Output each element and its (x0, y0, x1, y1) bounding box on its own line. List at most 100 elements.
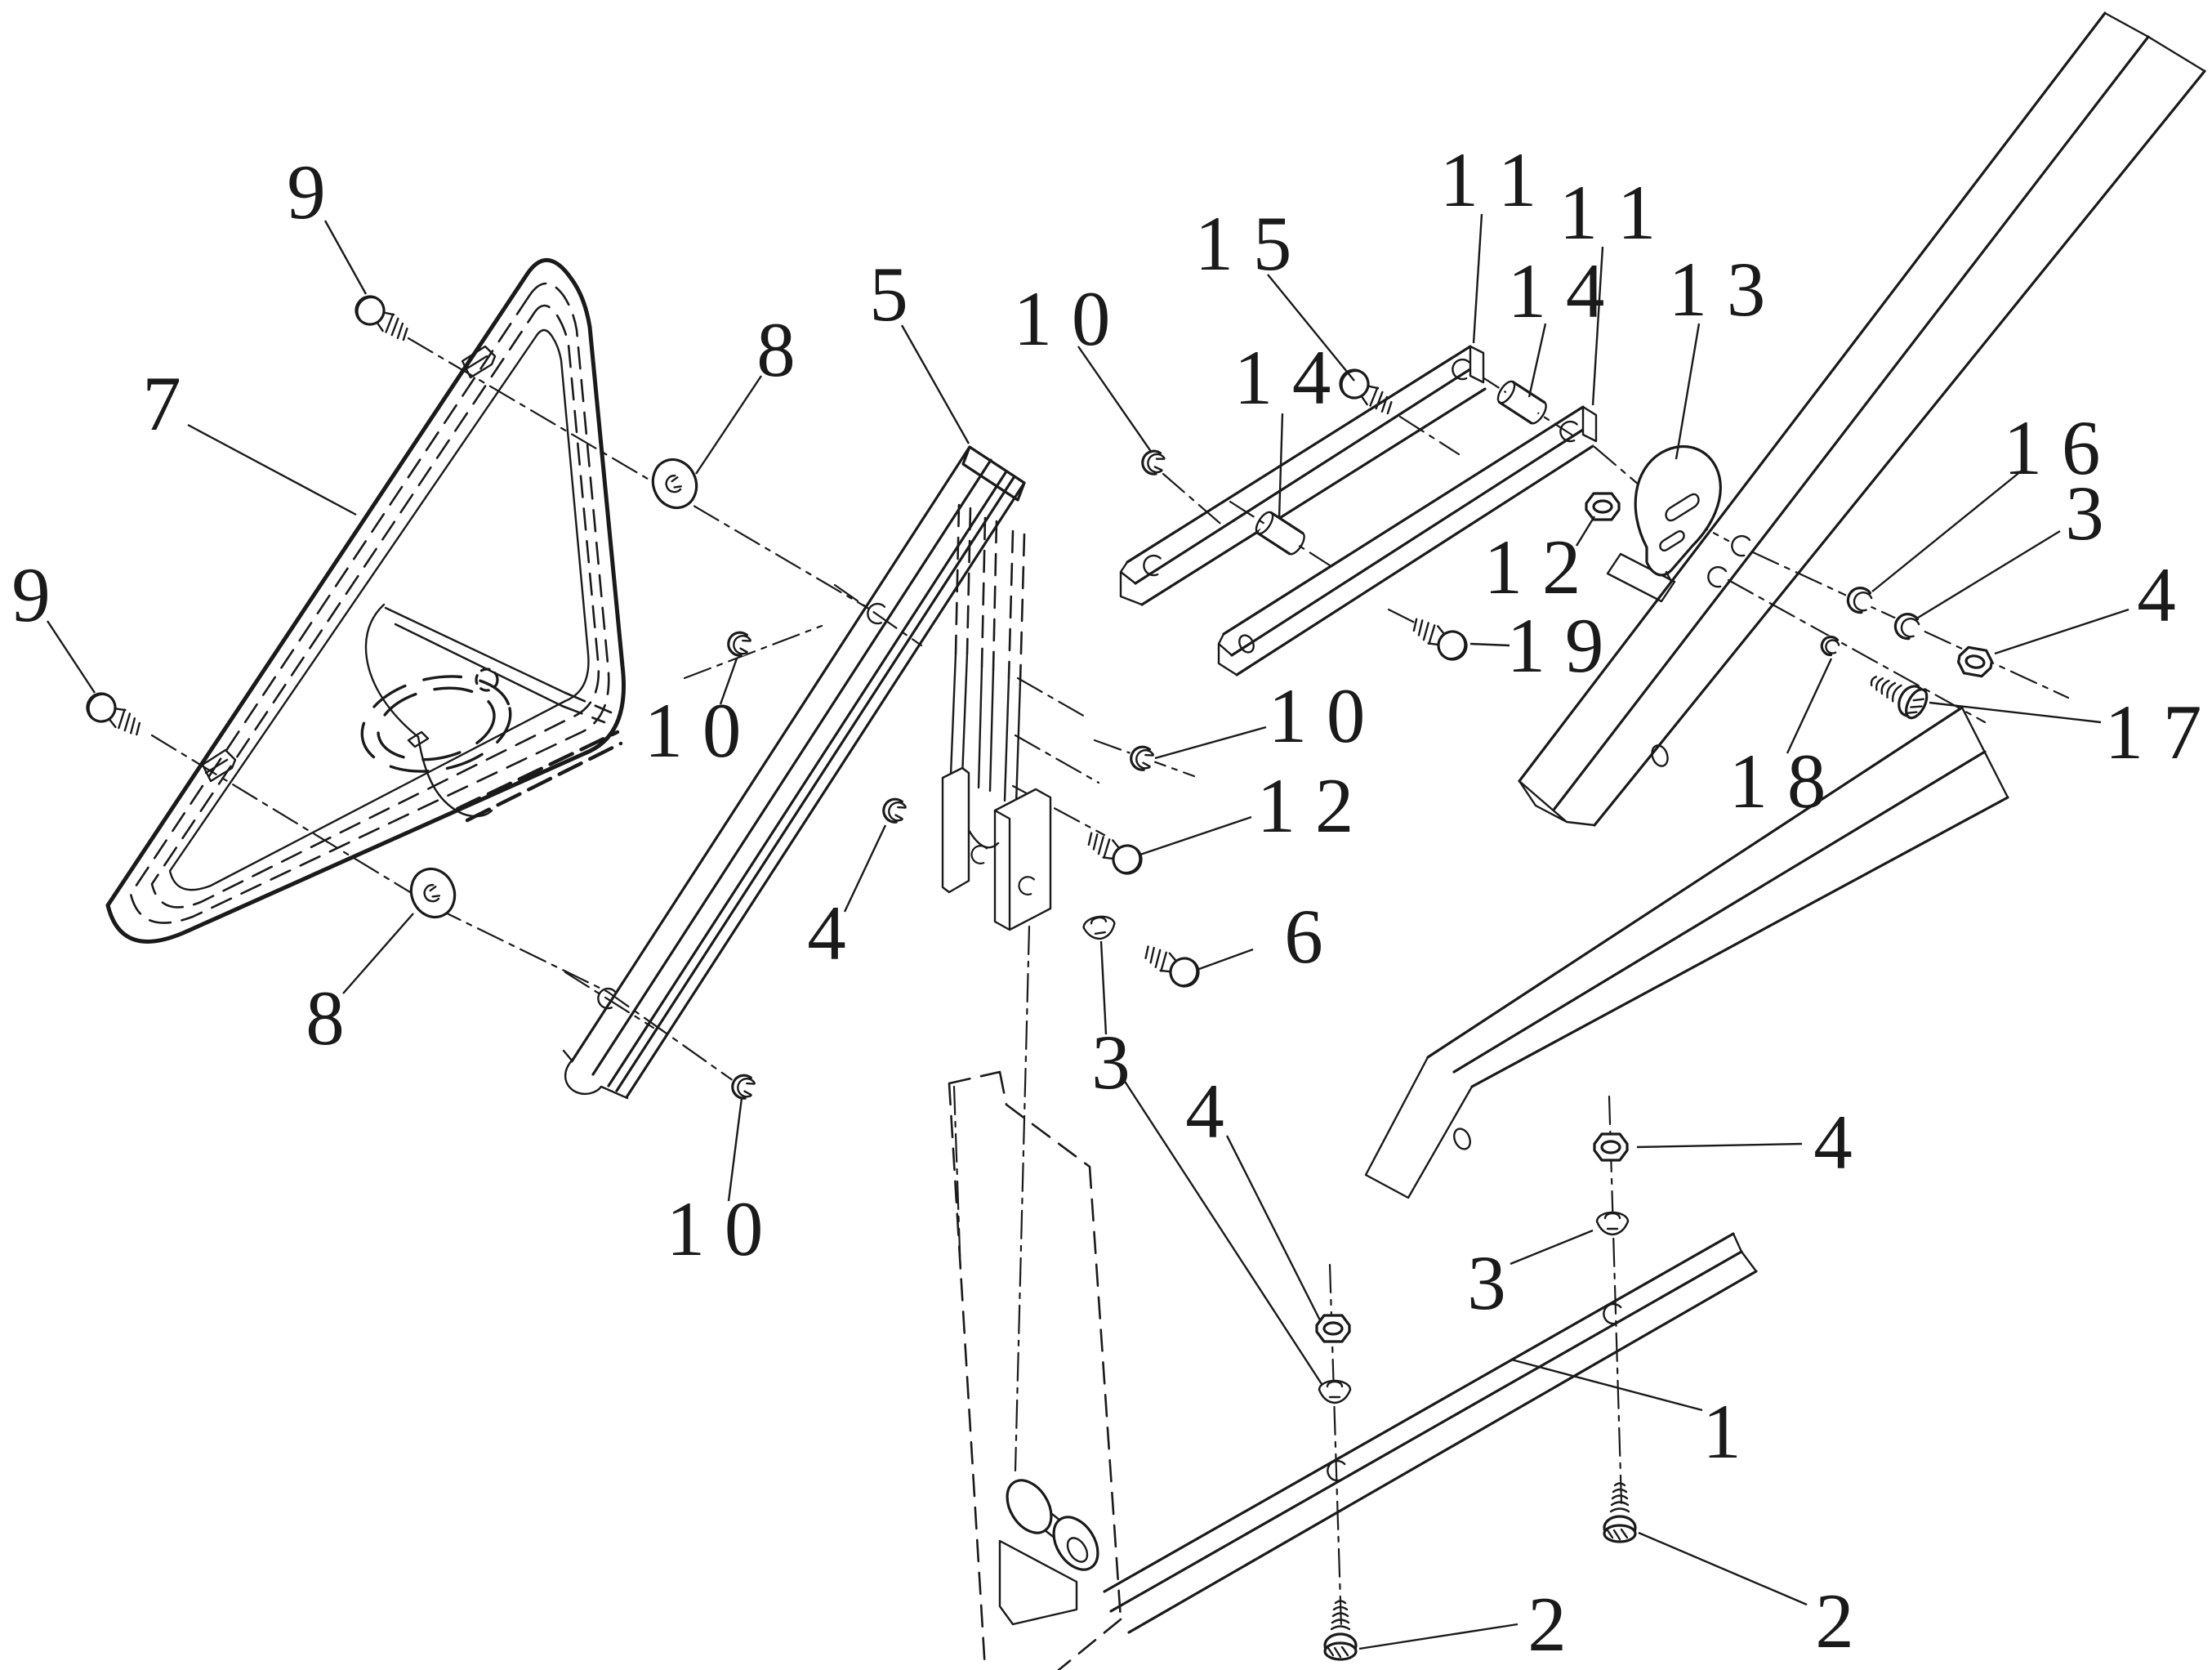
part-label-4-mid: 4 (807, 824, 887, 976)
leader-line-18 (1786, 658, 1833, 754)
part-number-text-2-colA: 2 (1527, 1581, 1567, 1668)
part-label-3-cluster: 3 (1917, 470, 2104, 619)
leader-line-12-mid (1139, 815, 1252, 856)
part-number-text-4-colB: 4 (1813, 1099, 1853, 1186)
leader-line-10-bottom (727, 1097, 743, 1202)
part-number-text-2-colB: 2 (1815, 1578, 1854, 1664)
part-label-4-colA: 4 (1185, 1068, 1322, 1321)
part-number-text-11-right-bar: 1 1 (1559, 169, 1657, 256)
screw-19 (1405, 610, 1473, 666)
leader-line-3-cluster (1917, 529, 2061, 619)
part-number-text-3-mid: 3 (1091, 1019, 1131, 1105)
leader-line-6 (1198, 948, 1254, 971)
nut-4-cluster (1955, 645, 1996, 679)
leader-line-9-left (46, 620, 96, 694)
part-label-3-colB: 3 (1467, 1229, 1594, 1326)
part-number-text-7: 7 (142, 360, 181, 447)
nut-12 (1585, 492, 1621, 521)
leader-line-8-bottom (342, 913, 414, 994)
part-label-1: 1 (1510, 1358, 1742, 1475)
part-label-12-mid: 1 2 (1139, 762, 1354, 856)
explosion-axes (150, 337, 2070, 1629)
leader-line-5 (900, 324, 970, 444)
part-number-text-1: 1 (1702, 1388, 1742, 1475)
leader-line-10-top (1077, 346, 1153, 453)
part-label-4-colB: 4 (1636, 1099, 1853, 1186)
leader-line-13 (1675, 323, 1701, 460)
part-number-text-12-upper: 1 2 (1484, 524, 1581, 610)
part-label-3-mid: 3 (1091, 940, 1323, 1385)
washer-3-colA (1316, 1379, 1354, 1406)
washer-3-colB (1594, 1211, 1631, 1238)
nut-4-colA (1315, 1314, 1351, 1343)
part-number-text-9-top: 9 (287, 149, 326, 235)
leader-line-19 (1469, 642, 1510, 647)
part-label-18: 1 8 (1729, 658, 1833, 824)
clip-nut-10-left (721, 627, 757, 661)
part-number-text-12-mid: 1 2 (1257, 762, 1354, 849)
part-label-7: 7 (142, 360, 357, 516)
leader-line-8-top (695, 375, 762, 475)
mount-tab-top (461, 345, 497, 379)
part-label-9-left: 9 (11, 551, 96, 694)
part-label-5: 5 (869, 251, 970, 444)
clip-nut-10-bottom (725, 1069, 761, 1104)
part-number-text-16: 1 6 (2004, 404, 2101, 491)
part-number-text-14-left: 1 4 (1234, 334, 1331, 421)
screw-6 (1137, 938, 1205, 993)
part-label-11-right-bar: 1 1 (1559, 169, 1657, 406)
shield-base-plate (360, 603, 623, 823)
leader-line-11-left-bar (1472, 213, 1483, 344)
leader-line-2-colB (1638, 1531, 1808, 1606)
part-number-text-10-top: 1 0 (1014, 275, 1111, 362)
leader-line-17 (1929, 701, 2102, 724)
part-number-text-6: 6 (1284, 893, 1323, 980)
part-label-13: 1 3 (1669, 246, 1766, 460)
part-label-10-left: 1 0 (644, 658, 742, 774)
leader-line-3-mid (1099, 940, 1108, 1035)
centre-rod-and-fork-bracket (941, 503, 1052, 931)
spacer-14-right (1493, 377, 1551, 428)
clip-18 (1814, 631, 1845, 660)
part-number-text-17: 1 7 (2105, 689, 2202, 775)
part-number-text-10-left: 1 0 (644, 687, 742, 774)
part-label-8-bottom: 8 (305, 913, 414, 1061)
part-label-6: 6 (1198, 893, 1323, 980)
leader-line-2-colA (1358, 1623, 1519, 1650)
leader-line-4-colA (1225, 1135, 1322, 1321)
leader-line-1 (1510, 1358, 1703, 1412)
part-label-19: 1 9 (1469, 602, 1603, 689)
washer-8-top (644, 451, 705, 516)
part-label-10-bottom: 1 0 (667, 1097, 764, 1272)
part-label-8-top: 8 (695, 306, 796, 475)
screw-12-mid (1080, 824, 1148, 880)
leader-line-7 (187, 423, 357, 516)
part-number-text-18: 1 8 (1729, 738, 1826, 824)
leader-line-4-colB (1636, 1142, 1803, 1149)
washer-3-cluster (1887, 606, 1926, 645)
part-label-17: 1 7 (1929, 689, 2201, 775)
part-number-text-15: 1 5 (1195, 200, 1292, 287)
part-label-11-left-bar: 1 1 (1440, 136, 1536, 344)
part-5-rail (562, 445, 1026, 1100)
lower-right-beam (1364, 706, 2009, 1199)
nut-4-colB (1593, 1132, 1629, 1162)
hidden-panel-dashed (948, 1070, 1122, 1670)
part-label-16: 1 6 (1871, 404, 2101, 592)
clip-nut-4-mid (876, 793, 912, 828)
part-number-text-3-cluster: 3 (2065, 470, 2104, 556)
part-label-14-right: 1 4 (1508, 248, 1604, 398)
mount-tab-bottom (201, 748, 237, 783)
part-label-15: 1 5 (1195, 200, 1355, 382)
part-number-text-5: 5 (869, 251, 908, 337)
part-number-text-13: 1 3 (1669, 246, 1766, 333)
part-label-10-top: 1 0 (1014, 275, 1153, 453)
leader-line-11-right-bar (1591, 246, 1604, 406)
leader-line-3-colB (1510, 1229, 1594, 1266)
part-label-4-cluster: 4 (1994, 551, 2176, 655)
washer-3-mid (1080, 913, 1120, 944)
part-number-text-10-bottom: 1 0 (667, 1186, 764, 1272)
leader-line-10-right (1154, 726, 1267, 760)
